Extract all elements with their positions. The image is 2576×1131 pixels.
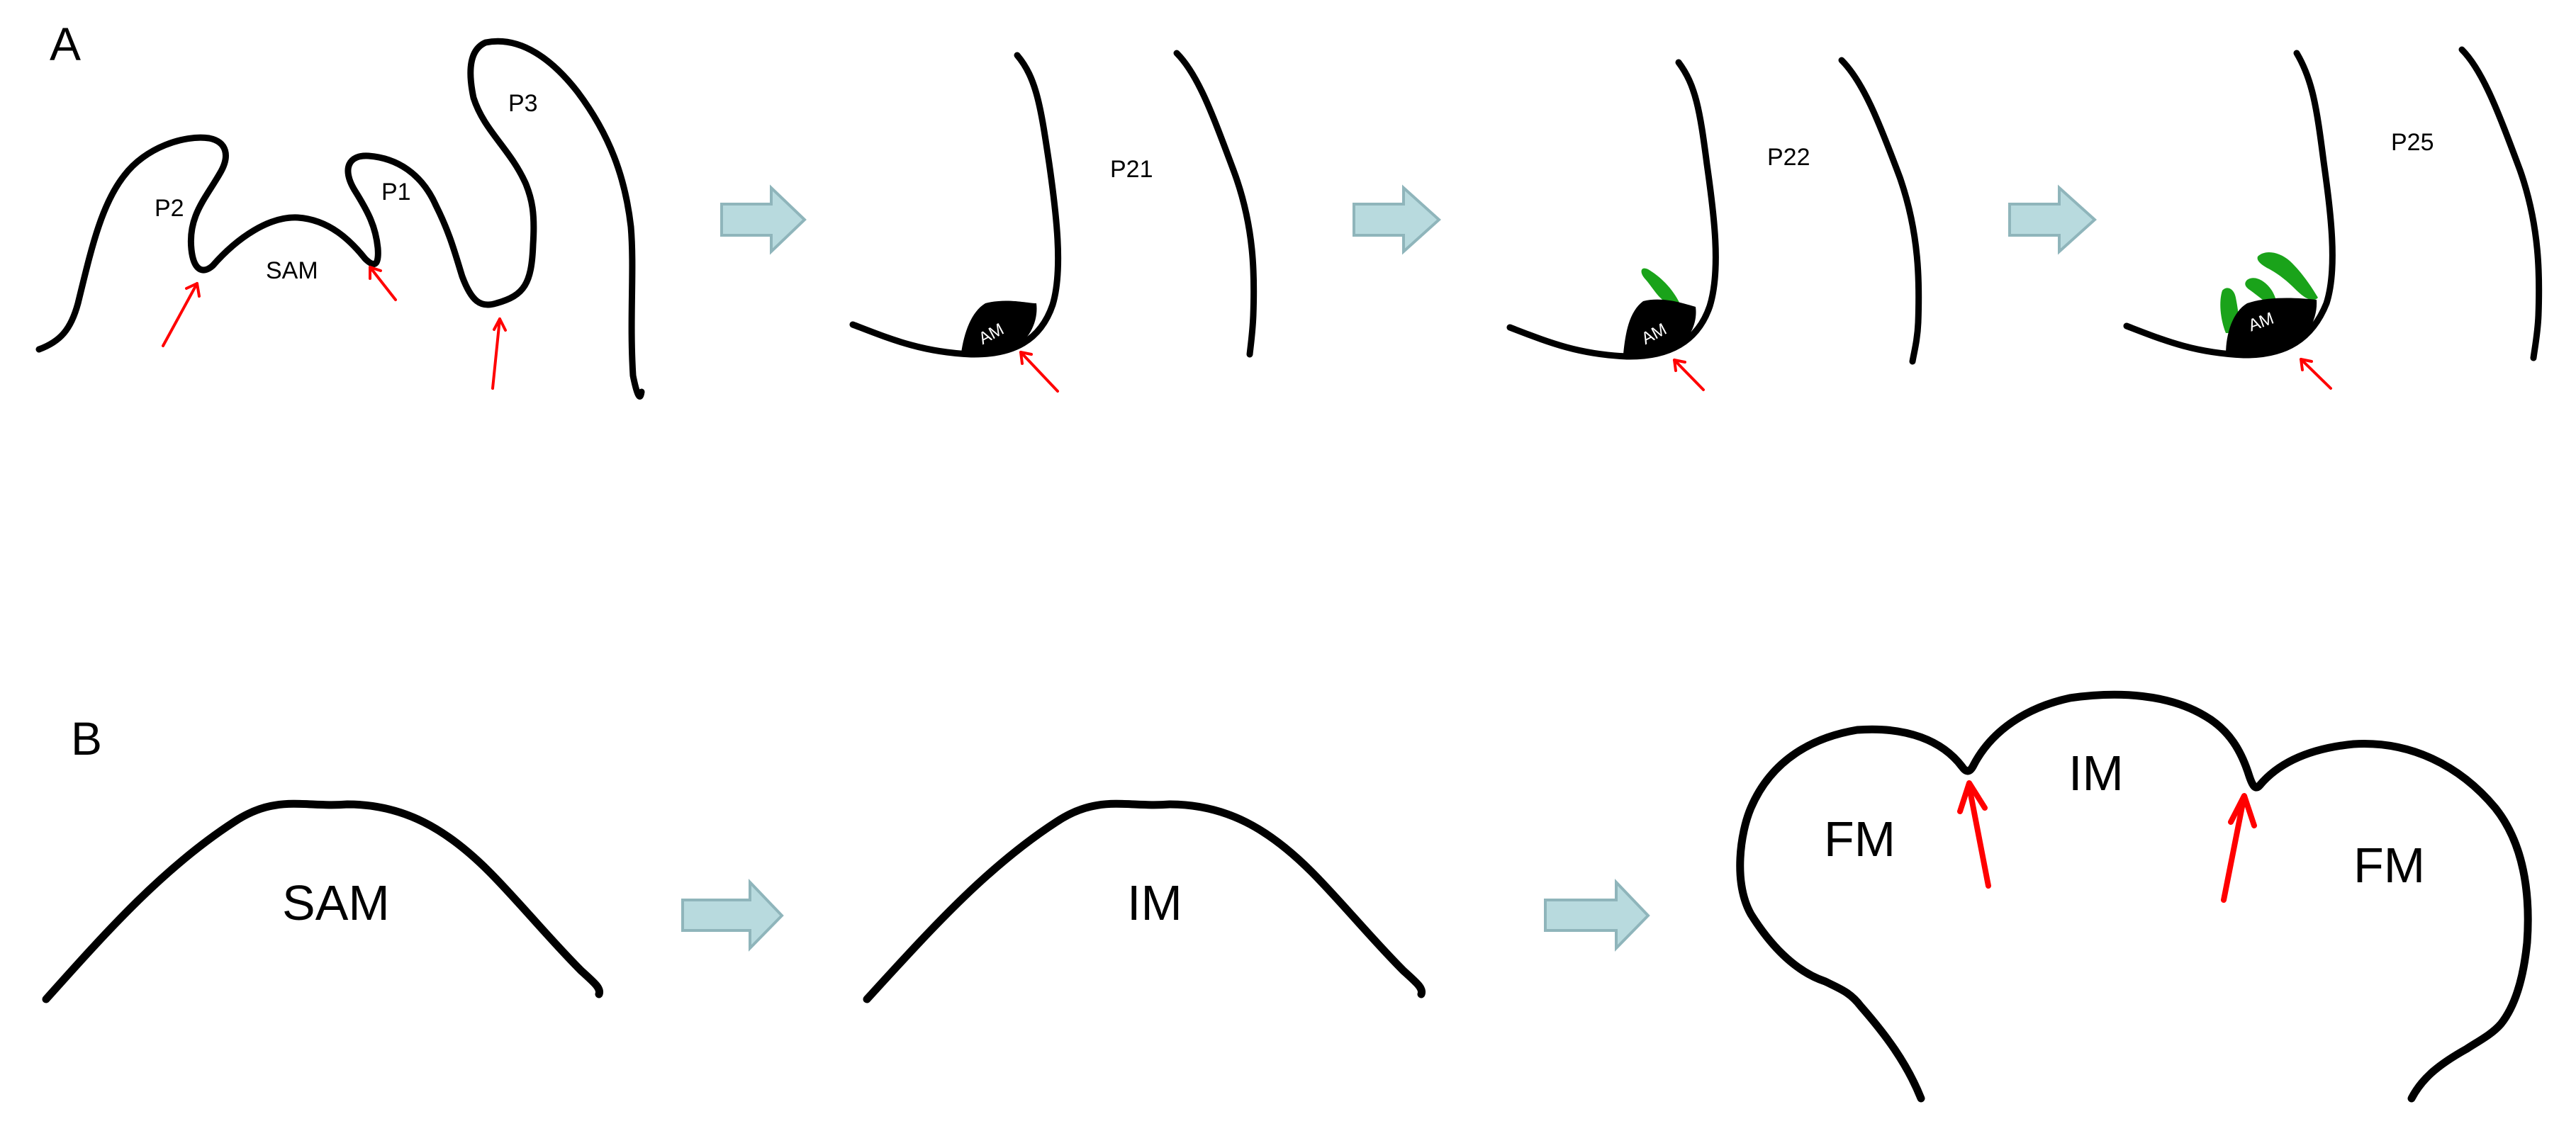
boundary-arrow <box>491 317 507 390</box>
stage-transition-arrow <box>1353 184 1441 255</box>
label-sam: SAM <box>266 257 318 284</box>
label-im: IM <box>1127 875 1182 930</box>
leaf-primordium-outline <box>849 52 1062 358</box>
panel-b-stage-2: IM <box>863 799 1426 1003</box>
leaf-primordium-outline <box>1838 57 1922 365</box>
leaf-primordium-outline <box>2458 46 2543 361</box>
label-im: IM <box>2068 745 2124 801</box>
label-p25: P25 <box>2391 129 2434 156</box>
label-p3: P3 <box>508 90 538 117</box>
panel-a: A P2 SAM P1 P3 <box>35 18 2543 400</box>
label-p2: P2 <box>155 195 184 222</box>
label-fm: FM <box>2353 838 2425 893</box>
meristem-dome-outline <box>863 799 1426 1003</box>
panel-a-stage-3: AM P22 <box>1506 57 1922 391</box>
label-p21: P21 <box>1110 156 1153 183</box>
panel-a-label: A <box>50 18 81 70</box>
panel-a-stage-2: AM P21 <box>849 50 1258 393</box>
axillary-meristem <box>961 300 1037 354</box>
label-fm: FM <box>1824 811 1895 867</box>
boundary-arrow <box>369 266 397 301</box>
panel-a-stage-4: AM P25 <box>2123 46 2543 390</box>
leaf-primordium-green <box>2257 252 2318 300</box>
stage-transition-arrow <box>1544 879 1650 952</box>
boundary-arrow <box>162 282 201 347</box>
boundary-arrow <box>1673 359 1705 391</box>
shoot-apex-outline <box>35 38 645 400</box>
leaf-primordium-green <box>1641 268 1681 308</box>
panel-b-label: B <box>71 712 102 765</box>
axillary-meristem <box>1623 299 1696 356</box>
boundary-arrow <box>2221 793 2257 903</box>
label-p22: P22 <box>1767 144 1810 171</box>
leaf-primordium-outline <box>2123 50 2336 359</box>
stage-transition-arrow <box>720 184 807 255</box>
meristem-dome-outline <box>42 799 604 1003</box>
leaf-primordium-outline <box>1173 50 1258 358</box>
panel-b: B SAM IM FM IM FM <box>42 690 2532 1103</box>
panel-b-stage-1: SAM <box>42 799 604 1003</box>
stage-transition-arrow <box>2008 184 2097 255</box>
boundary-arrow <box>1019 351 1059 393</box>
boundary-arrow <box>1957 780 1991 889</box>
panel-a-stage-1: P2 SAM P1 P3 <box>35 38 645 400</box>
label-p1: P1 <box>381 179 411 206</box>
label-sam: SAM <box>282 875 390 930</box>
stage-transition-arrow <box>681 879 784 952</box>
panel-b-stage-3: FM IM FM <box>1736 690 2532 1103</box>
boundary-arrow <box>2300 358 2332 390</box>
inflorescence-outline <box>1736 690 2532 1103</box>
leaf-primordium-outline <box>1506 59 1719 360</box>
axillary-meristem <box>2226 298 2317 356</box>
